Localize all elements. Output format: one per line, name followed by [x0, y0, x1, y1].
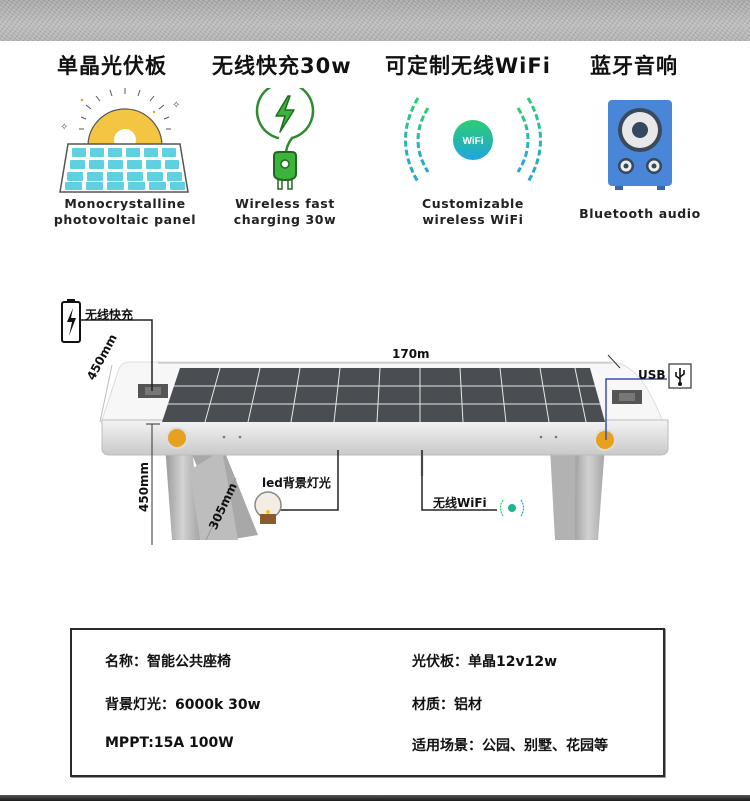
spec-pv-value: 单晶12v12w	[468, 654, 558, 670]
caption-audio-line1: Bluetooth audio	[579, 206, 701, 221]
caption-charging-line2: charging 30w	[233, 212, 337, 227]
spec-backlight-label: 背景灯光：	[105, 697, 175, 713]
spec-backlight: 背景灯光：6000k 30w	[105, 694, 261, 714]
charging-plug-icon	[200, 81, 370, 193]
caption-solar-line1: Monocrystalline	[64, 196, 186, 211]
callout-led-light: led背景灯光	[262, 476, 331, 490]
wifi-icon-text: WiFi	[462, 136, 483, 147]
spec-pv-panel: 光伏板：单晶12v12w	[412, 651, 557, 671]
feature-wireless-charging: Wireless fast charging 30w	[200, 81, 370, 238]
spec-scenarios-label: 适用场景：	[412, 738, 482, 754]
svg-text:✧: ✧	[60, 122, 68, 133]
feature-wifi: WiFi Customizable wireless WiFi	[388, 88, 558, 238]
feature-solar-panel: ✧ ✧ Monocrystalline photovoltaic panel	[40, 88, 210, 238]
feature-title-solar: 单晶光伏板	[57, 54, 167, 78]
spec-mppt-label: MPPT:	[105, 735, 154, 751]
feature-title-wifi: 可定制无线WiFi	[385, 54, 551, 78]
spec-material-value: 铝材	[454, 697, 482, 713]
spec-table: 名称：智能公共座椅 背景灯光：6000k 30w MPPT:15A 100W 光…	[70, 628, 665, 777]
top-texture-banner	[0, 0, 750, 41]
dimension-height: 450mm	[137, 461, 151, 512]
wifi-icon: WiFi	[388, 88, 558, 193]
spec-backlight-value: 6000k 30w	[175, 697, 261, 713]
spec-name-label: 名称：	[105, 654, 147, 670]
caption-wifi-line1: Customizable	[421, 196, 524, 211]
callout-usb: USB	[638, 368, 666, 382]
callout-wireless-charge: 无线快充	[85, 308, 134, 322]
feature-titles: 单晶光伏板 无线快充30w 可定制无线WiFi 蓝牙音响	[0, 50, 750, 80]
spec-name: 名称：智能公共座椅	[105, 651, 231, 671]
spec-scenarios-value: 公园、别墅、花园等	[482, 738, 608, 754]
spec-material: 材质：铝材	[412, 694, 482, 714]
bench-illustration	[61, 299, 692, 545]
caption-charging-line1: Wireless fast	[235, 196, 335, 211]
feature-bluetooth-audio: Bluetooth audio	[555, 88, 725, 238]
speaker-icon	[555, 88, 725, 193]
spec-mppt: MPPT:15A 100W	[105, 735, 234, 751]
callout-wifi: 无线WiFi	[433, 496, 487, 510]
spec-mppt-value: 15A 100W	[153, 735, 234, 751]
spec-scenarios: 适用场景：公园、别墅、花园等	[412, 735, 608, 755]
feature-title-audio: 蓝牙音响	[590, 54, 678, 78]
caption-wifi-line2: wireless WiFi	[422, 212, 524, 227]
bottom-bar	[0, 795, 750, 801]
svg-text:✧: ✧	[172, 100, 180, 111]
solar-panel-icon: ✧ ✧	[40, 88, 210, 193]
spec-pv-label: 光伏板：	[412, 654, 468, 670]
caption-solar-line2: photovoltaic panel	[53, 212, 197, 227]
feature-title-charging: 无线快充30w	[212, 54, 352, 78]
spec-name-value: 智能公共座椅	[147, 654, 231, 670]
bench-diagram: 无线快充 USB led背景灯光 无线WiFi 170m 450mm 450mm…	[0, 290, 750, 570]
spec-material-label: 材质：	[412, 697, 454, 713]
dimension-length: 170m	[392, 347, 430, 361]
